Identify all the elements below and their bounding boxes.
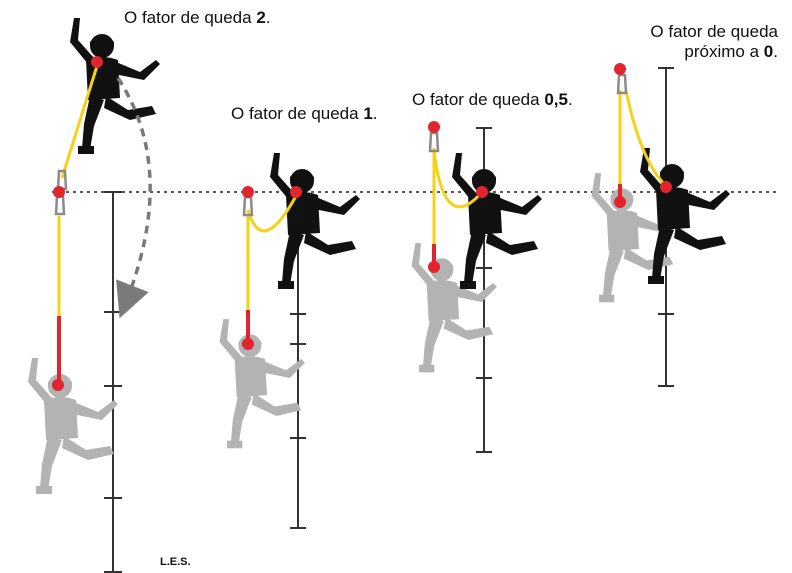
panel-fall-factor-0 xyxy=(591,63,730,387)
anchor-point-icon xyxy=(660,181,672,193)
label-text: próximo a xyxy=(684,42,764,61)
label-value: 0 xyxy=(763,42,774,61)
carabiner-icon xyxy=(616,73,628,95)
anchor-point-icon xyxy=(52,379,64,391)
label-text: O fator de queda xyxy=(124,8,257,27)
rope xyxy=(246,195,298,233)
rope xyxy=(432,149,484,209)
label-fall-factor-0-5: O fator de queda 0,5. xyxy=(412,90,573,110)
label-line-1: O fator de queda xyxy=(650,22,778,41)
anchor-point-icon xyxy=(53,186,65,198)
label-value: 2 xyxy=(256,8,266,27)
label-value: 1 xyxy=(363,104,373,123)
label-end: . xyxy=(265,8,271,27)
label-line-2: próximo a 0. xyxy=(650,42,778,62)
rope xyxy=(60,65,99,179)
label-text: O fator de queda xyxy=(412,90,545,109)
panel-fall-factor-2 xyxy=(28,18,160,573)
climber-icon xyxy=(452,153,542,289)
anchor-point-icon xyxy=(614,63,626,75)
anchor-point-icon xyxy=(242,338,254,350)
fall-arc-arrow-icon xyxy=(116,77,152,319)
measuring-scale-icon xyxy=(104,191,122,573)
climber-icon xyxy=(219,319,305,449)
anchor-point-icon xyxy=(91,56,103,68)
anchor-point-icon xyxy=(242,186,254,198)
anchor-point-icon xyxy=(428,261,440,273)
label-end: . xyxy=(567,90,573,109)
label-value: 0,5 xyxy=(544,90,568,109)
climber-icon xyxy=(270,153,360,289)
anchor-point-icon xyxy=(476,186,488,198)
anchor-point-icon xyxy=(290,186,302,198)
label-fall-factor-2: O fator de queda 2. xyxy=(124,8,271,28)
panel-fall-factor-1 xyxy=(219,153,360,529)
climber-icon xyxy=(28,358,118,494)
label-fall-factor-1: O fator de queda 1. xyxy=(231,104,378,124)
label-end: . xyxy=(773,42,778,61)
panel-fall-factor-0-5 xyxy=(411,121,542,453)
label-text: O fator de queda xyxy=(231,104,364,123)
credit-text: L.E.S. xyxy=(160,556,191,568)
carabiner-icon xyxy=(54,194,66,216)
label-fall-factor-0: O fator de queda próximo a 0. xyxy=(650,22,778,62)
rope xyxy=(624,89,668,188)
label-end: . xyxy=(372,104,378,123)
climber-icon xyxy=(70,18,160,154)
anchor-point-icon xyxy=(428,121,440,133)
anchor-point-icon xyxy=(614,196,626,208)
